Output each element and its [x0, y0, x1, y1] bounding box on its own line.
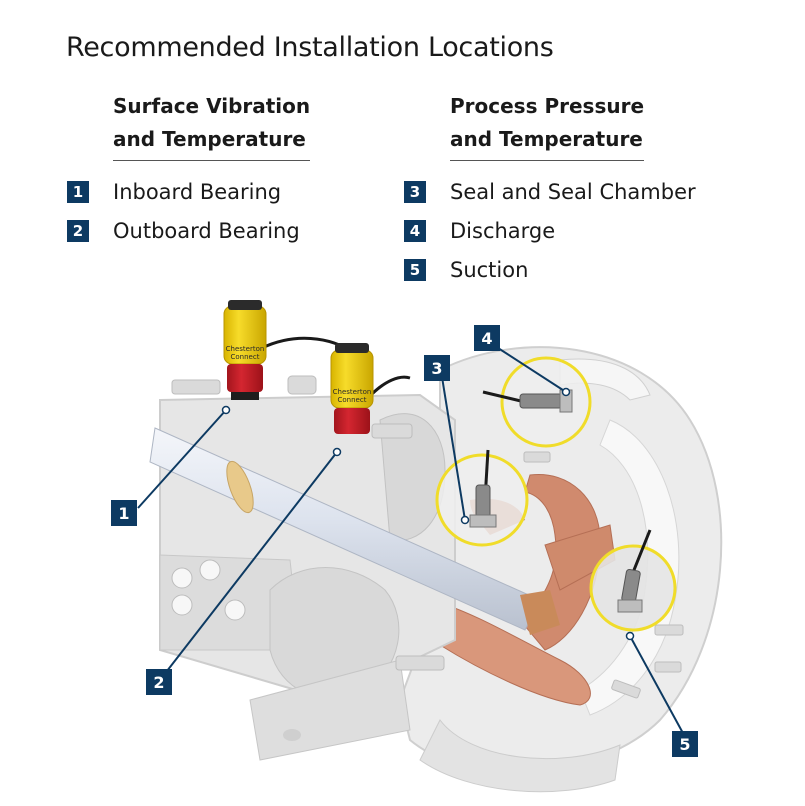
legend-label: Seal and Seal Chamber — [450, 179, 696, 204]
page-title: Recommended Installation Locations — [66, 32, 554, 63]
pressure-heading-line-2: and Temperature — [450, 127, 643, 151]
vibration-heading-line-2: and Temperature — [113, 127, 306, 151]
sensor-1-brand-line-1: Chesterton — [226, 345, 265, 353]
suction-highlight — [589, 529, 677, 632]
seal-chamber-highlight — [435, 449, 529, 547]
bolts — [171, 375, 684, 699]
vibration-legend: 1 Inboard Bearing 2 Outboard Bearing — [67, 172, 300, 250]
legend-badge: 2 — [67, 219, 89, 242]
vibration-heading-line-1: Surface Vibration — [113, 94, 311, 118]
legend-item-discharge: 4 Discharge — [404, 211, 696, 250]
callout-5: 5 — [672, 731, 698, 757]
vibration-sensor-2: Chesterton Connect — [330, 343, 411, 434]
pressure-legend: 3 Seal and Seal Chamber 4 Discharge 5 Su… — [404, 172, 696, 289]
callout-1: 1 — [111, 500, 137, 526]
vibration-heading: Surface Vibration and Temperature — [113, 90, 311, 161]
legend-item-suction: 5 Suction — [404, 250, 696, 289]
leader-dots — [221, 387, 635, 641]
legend-item-outboard-bearing: 2 Outboard Bearing — [67, 211, 300, 250]
pressure-heading: Process Pressure and Temperature — [450, 90, 645, 161]
legend-label: Outboard Bearing — [113, 218, 300, 243]
legend-badge: 1 — [67, 180, 89, 203]
pump-shaft — [149, 427, 560, 635]
callout-4: 4 — [474, 325, 500, 351]
legend-label: Inboard Bearing — [113, 179, 282, 204]
leader-lines — [137, 347, 685, 736]
callout-2: 2 — [146, 669, 172, 695]
legend-badge: 4 — [404, 219, 426, 242]
sensor-2-brand-line-2: Connect — [338, 396, 367, 404]
legend-item-inboard-bearing: 1 Inboard Bearing — [67, 172, 300, 211]
legend-label: Suction — [450, 257, 529, 282]
legend-badge: 5 — [404, 258, 426, 281]
legend-badge: 3 — [404, 180, 426, 203]
pressure-heading-line-1: Process Pressure — [450, 94, 645, 118]
sensor-1-brand-line-2: Connect — [231, 353, 260, 361]
legend-item-seal-chamber: 3 Seal and Seal Chamber — [404, 172, 696, 211]
callout-3: 3 — [424, 355, 450, 381]
legend-label: Discharge — [450, 218, 556, 243]
sensor-2-brand-line-1: Chesterton — [333, 388, 372, 396]
